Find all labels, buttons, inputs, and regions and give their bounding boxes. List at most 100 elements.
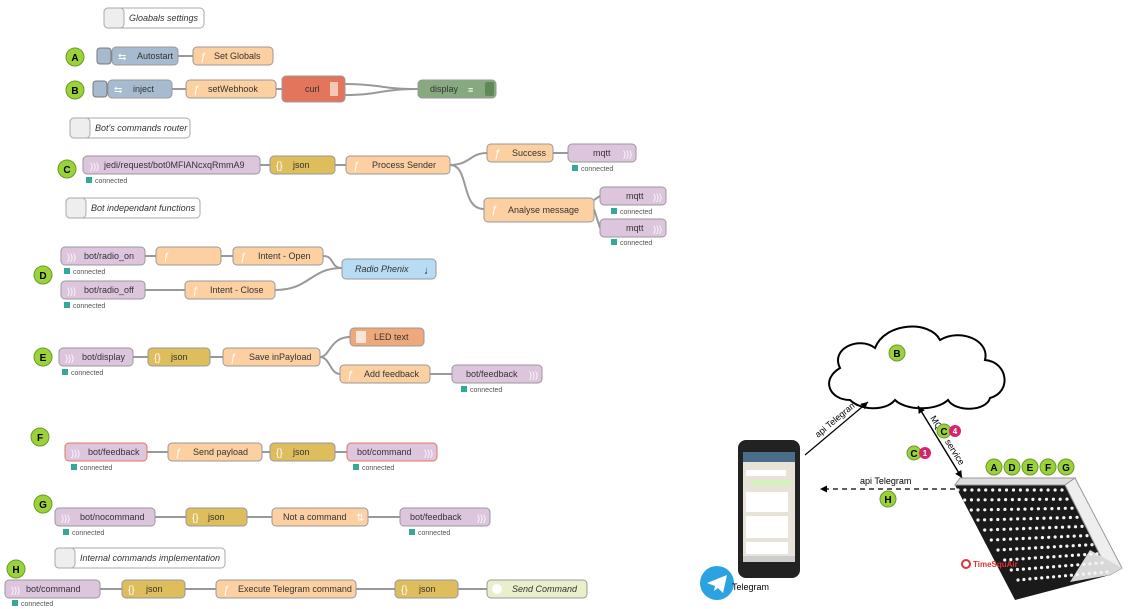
node-json-e[interactable]: {} json xyxy=(147,347,211,367)
node-execute-telegram-command[interactable]: ƒ Execute Telegram command xyxy=(215,579,357,599)
svg-text:D: D xyxy=(1008,463,1015,474)
svg-text:LED text: LED text xyxy=(374,332,409,342)
svg-text:Process Sender: Process Sender xyxy=(372,160,436,170)
node-mqtt-out-1[interactable]: mqtt ))) connected xyxy=(567,143,637,173)
comment-globals[interactable]: Gloabals settings xyxy=(103,7,205,29)
status-dot xyxy=(461,386,467,392)
node-inject[interactable]: ⇆ inject xyxy=(92,79,173,99)
svg-text:Intent - Close: Intent - Close xyxy=(210,285,264,295)
json-icon: {} xyxy=(276,161,283,172)
node-mqtt-radio-off[interactable]: ))) bot/radio_off connected xyxy=(60,280,146,310)
c-badge-bottom: C 1 xyxy=(906,445,931,461)
node-add-feedback[interactable]: ƒ Add feedback xyxy=(339,364,431,384)
comment-router[interactable]: Bot's commands router xyxy=(69,117,191,139)
c-badge-top: C 4 xyxy=(936,423,961,439)
json-icon: {} xyxy=(128,585,135,596)
comment-internal[interactable]: Internal commands implementation xyxy=(54,547,226,569)
node-led-text[interactable]: LED text xyxy=(349,327,425,347)
node-success[interactable]: ƒ Success xyxy=(486,143,554,163)
json-icon: {} xyxy=(401,585,408,596)
node-autostart-inject[interactable]: Autostart ⇆ xyxy=(96,46,179,66)
svg-text:curl: curl xyxy=(305,84,320,94)
node-intent-open[interactable]: ƒ Intent - Open xyxy=(232,246,324,266)
function-icon: ƒ xyxy=(223,584,229,596)
status-dot xyxy=(64,302,70,308)
cloud-icon: B xyxy=(828,325,1006,410)
mqtt-icon: ))) xyxy=(90,161,99,171)
svg-text:connected: connected xyxy=(71,370,103,377)
svg-text:Add feedback: Add feedback xyxy=(364,369,420,379)
mqtt-icon: ))) xyxy=(67,252,76,262)
telegram-logo xyxy=(700,566,734,600)
svg-text:api Telegram: api Telegram xyxy=(813,399,859,440)
svg-text:connected: connected xyxy=(362,465,394,472)
node-function-blank[interactable]: ƒ xyxy=(155,246,222,266)
node-json-h2[interactable]: {} json xyxy=(394,579,459,599)
node-json-f[interactable]: {} json xyxy=(269,442,336,462)
svg-text:Bot independant functions: Bot independant functions xyxy=(91,203,196,213)
status-dot xyxy=(63,529,69,535)
telegram-label: Telegram xyxy=(732,582,769,592)
svg-text:B: B xyxy=(893,349,900,360)
node-json-h1[interactable]: {} json xyxy=(121,579,186,599)
status-dot xyxy=(86,177,92,183)
svg-text:api Telegram: api Telegram xyxy=(860,476,911,486)
svg-text:B: B xyxy=(71,86,78,97)
node-mqtt-in-request[interactable]: ))) jedi/request/bot0MFlANcxqRmmA9 conne… xyxy=(82,155,261,185)
node-mqtt-bot-display[interactable]: ))) bot/display connected xyxy=(58,347,134,377)
h-badge: H xyxy=(879,490,897,508)
node-radio-phenix[interactable]: Radio Phenix ♩ xyxy=(341,258,437,280)
svg-text:Radio Phenix: Radio Phenix xyxy=(355,264,409,274)
svg-text:D: D xyxy=(39,271,46,282)
svg-text:connected: connected xyxy=(21,601,53,608)
node-json-g[interactable]: {} json xyxy=(185,507,248,527)
svg-text:connected: connected xyxy=(95,178,127,185)
node-process-sender[interactable]: ƒ Process Sender xyxy=(345,155,451,175)
node-not-a-command[interactable]: Not a command ⇅ xyxy=(271,507,369,527)
function-icon: ƒ xyxy=(200,51,206,63)
node-mqtt-bot-feedback-in[interactable]: ))) bot/feedback connected xyxy=(64,442,148,472)
function-icon: ƒ xyxy=(163,251,169,263)
node-mqtt-out-3[interactable]: mqtt ))) connected xyxy=(599,218,667,247)
node-mqtt-bot-feedback-g[interactable]: bot/feedback ))) connected xyxy=(399,507,491,537)
svg-text:connected: connected xyxy=(470,387,502,394)
svg-text:connected: connected xyxy=(80,465,112,472)
svg-text:connected: connected xyxy=(581,166,613,173)
svg-text:C: C xyxy=(910,449,917,460)
json-icon: {} xyxy=(154,353,161,364)
svg-text:F: F xyxy=(37,433,43,444)
node-set-webhook[interactable]: ƒ setWebhook xyxy=(185,79,277,99)
node-json-c[interactable]: {} json xyxy=(269,155,336,175)
svg-text:bot/radio_off: bot/radio_off xyxy=(84,285,134,295)
node-set-globals[interactable]: ƒ Set Globals xyxy=(192,46,274,66)
node-display-debug[interactable]: display ≡ xyxy=(417,79,497,99)
node-intent-close[interactable]: ƒ Intent - Close xyxy=(184,280,276,300)
node-mqtt-bot-nocommand[interactable]: ))) bot/nocommand connected xyxy=(54,507,156,537)
svg-text:bot/command: bot/command xyxy=(26,584,81,594)
node-mqtt-bot-command-out[interactable]: bot/command ))) connected xyxy=(346,442,438,472)
svg-text:connected: connected xyxy=(620,209,652,216)
debug-toggle-button[interactable] xyxy=(485,82,494,96)
badge-g: G xyxy=(33,494,53,514)
node-mqtt-out-2[interactable]: mqtt ))) connected xyxy=(599,186,667,216)
architecture-diagram: B api Telegram MQTT service api Telegram… xyxy=(700,325,1123,600)
function-icon: ƒ xyxy=(347,369,353,381)
node-send-command[interactable]: Send Command xyxy=(486,579,588,599)
node-mqtt-bot-command-in[interactable]: ))) bot/command connected xyxy=(4,579,101,608)
svg-text:MQTT service: MQTT service xyxy=(928,414,966,467)
node-save-in-payload[interactable]: ƒ Save inPayload xyxy=(222,347,321,367)
node-curl-exec[interactable]: curl xyxy=(281,75,346,103)
mqtt-icon: ))) xyxy=(424,448,433,458)
node-mqtt-bot-feedback-out[interactable]: bot/feedback ))) connected xyxy=(451,364,543,394)
mqtt-icon: ))) xyxy=(67,286,76,296)
svg-text:display: display xyxy=(430,84,459,94)
mqtt-icon: ))) xyxy=(71,448,80,458)
node-analyse-message[interactable]: ƒ Analyse message xyxy=(483,197,595,223)
comment-independent[interactable]: Bot independant functions xyxy=(65,197,201,219)
flow-wires xyxy=(100,55,601,590)
node-mqtt-radio-on[interactable]: ))) bot/radio_on connected xyxy=(60,246,146,276)
mqtt-icon: ))) xyxy=(529,370,538,380)
svg-text:connected: connected xyxy=(72,530,104,537)
node-send-payload[interactable]: ƒ Send payload xyxy=(167,442,263,462)
svg-text:connected: connected xyxy=(418,530,450,537)
